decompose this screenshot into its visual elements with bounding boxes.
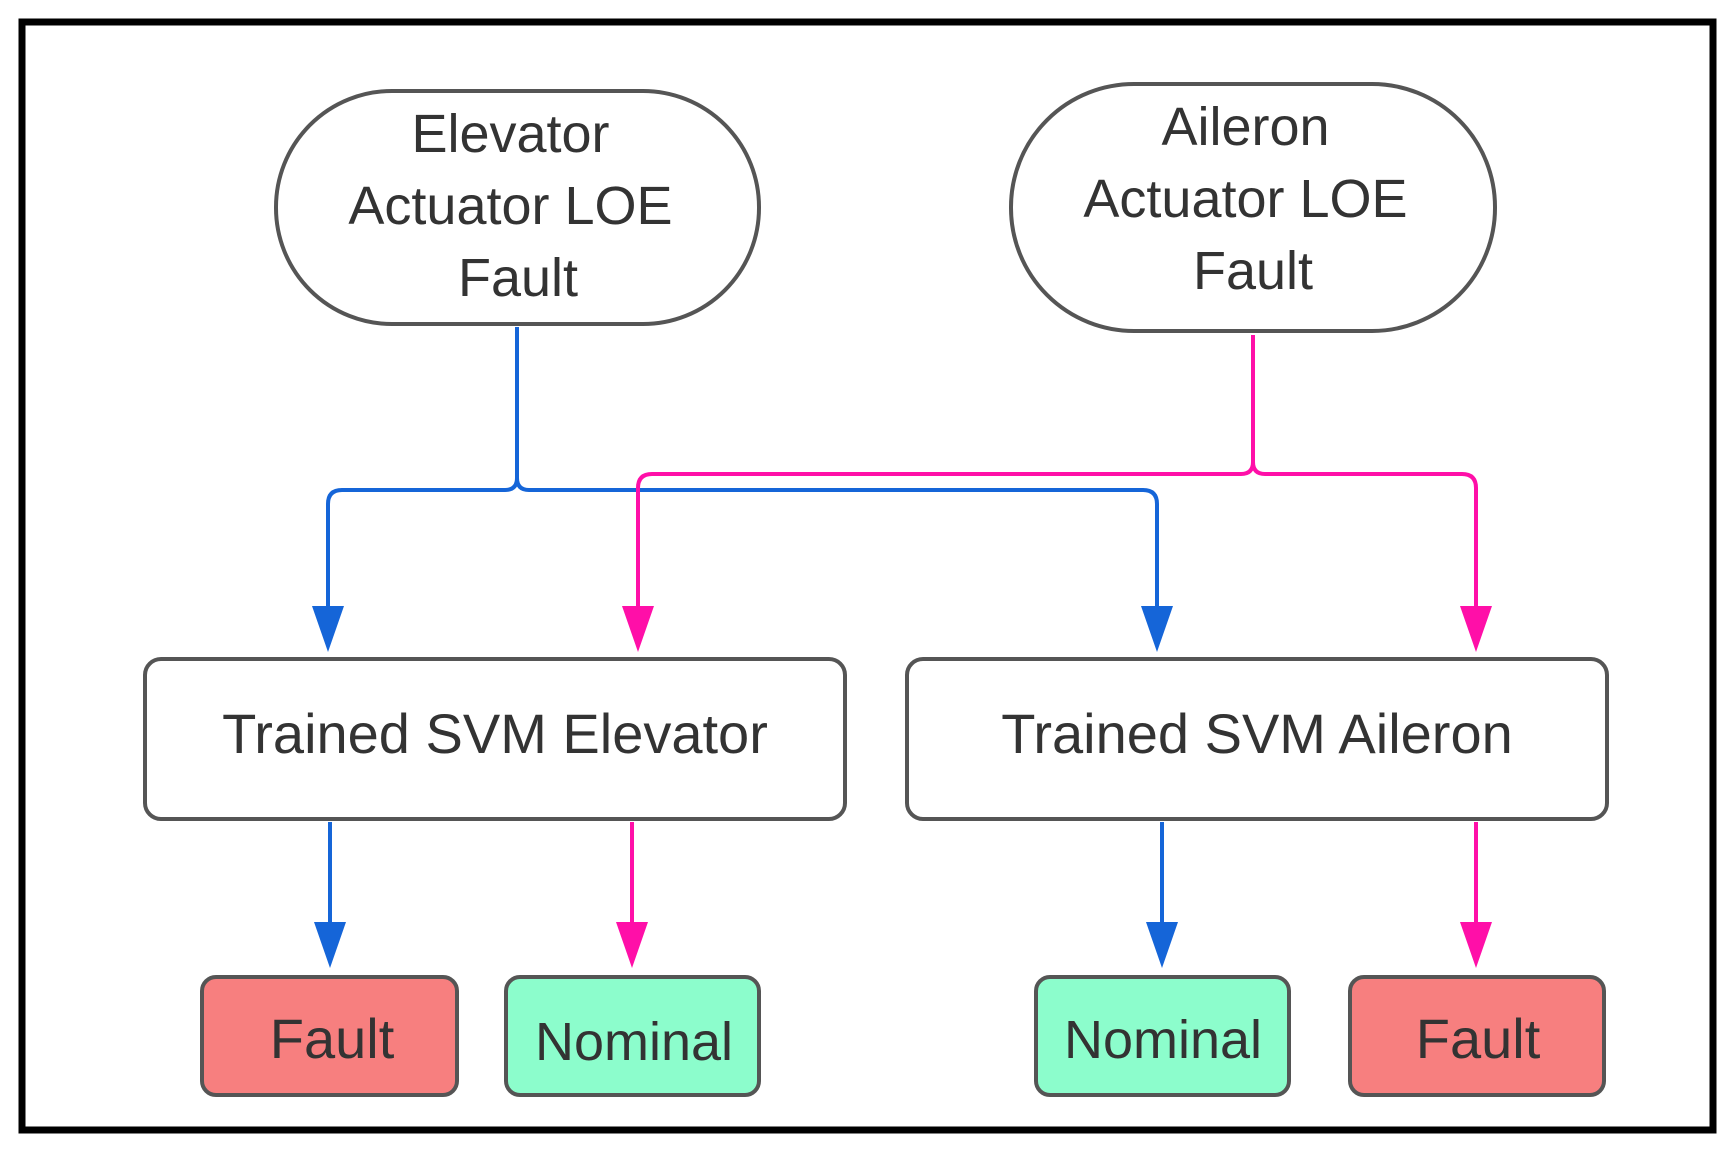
arrowhead-aileron-fault [1460,922,1492,968]
aileron-output-fault-label: Fault [1416,1007,1541,1070]
svm-elevator-label: Trained SVM Elevator [222,702,768,765]
elevator-output-nominal-label: Nominal [535,1012,733,1072]
svm-aileron-shape [905,657,1609,821]
aileron-fault-source-line-3: Fault [1193,241,1313,301]
aileron-connectors [630,335,1478,928]
svg-text:Elevator Actuator LOE: Elevator Actuator LOE Fault [348,104,687,308]
svm-elevator-node: Trained SVM Elevator [143,657,847,821]
aileron-output-fault-shape [1348,975,1606,1097]
aileron-to-svm-aileron-line [1251,461,1478,612]
svm-aileron-node: Trained SVM Aileron [905,657,1609,821]
arrowhead-elevator-nominal [616,922,648,968]
arrowhead-elevator-fault [314,922,346,968]
elevator-output-nominal-node: Nominal [504,975,761,1097]
elevator-fault-source-line-2: Actuator LOE [348,176,672,236]
elevator-output-nominal-shape [504,975,761,1097]
elevator-connectors [326,327,1164,928]
aileron-output-nominal-node: Nominal [1034,975,1291,1097]
elevator-output-fault-shape [200,975,459,1097]
elevator-to-svm-elevator-line [326,477,519,612]
arrowhead-svm-elevator-blue [312,606,344,652]
aileron-output-nominal-shape [1034,975,1291,1097]
svg-text:Aileron Actuator LOE: Aileron Actuator LOE Fault [1083,97,1422,301]
elevator-fault-source-shape [274,89,761,326]
aileron-fault-source-line-1: Aileron [1161,97,1329,157]
aileron-output-nominal-label: Nominal [1064,1010,1262,1070]
aileron-fault-source-line-2: Actuator LOE [1083,169,1407,229]
aileron-output-fault-node: Fault [1348,975,1606,1097]
elevator-to-svm-aileron-line [515,477,1159,612]
svm-elevator-shape [143,657,847,821]
aileron-fault-source-shape [1009,82,1497,333]
elevator-fault-source-line-1: Elevator [411,104,609,164]
arrowheads [312,606,1492,968]
elevator-fault-source-node: Elevator Actuator LOE Fault [274,89,761,326]
svm-aileron-label: Trained SVM Aileron [1001,702,1513,765]
aileron-fault-source-node: Aileron Actuator LOE Fault [1009,82,1497,333]
elevator-output-fault-node: Fault [200,975,459,1097]
arrowhead-svm-aileron-blue [1141,606,1173,652]
arrowhead-svm-aileron-pink [1460,606,1492,652]
elevator-fault-source-line-3: Fault [458,248,578,308]
arrowhead-svm-elevator-pink [622,606,654,652]
arrowhead-aileron-nominal [1146,922,1178,968]
elevator-output-fault-label: Fault [270,1007,395,1070]
